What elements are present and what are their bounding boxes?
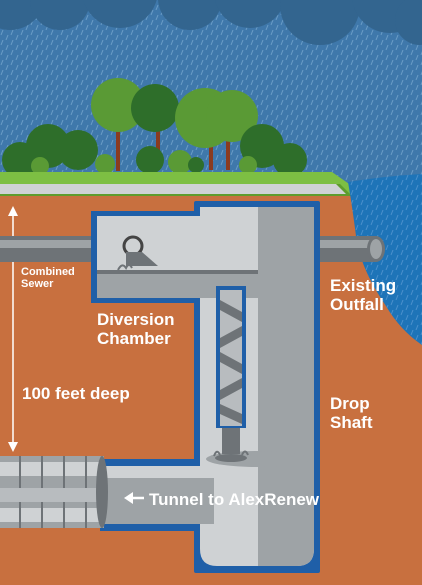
vortex-spiral [213,286,249,462]
chamber-passage-top [200,270,258,274]
river-rain [348,174,422,345]
existing-outfall-label: Existing Outfall [330,276,397,315]
tunnel [0,456,214,528]
diversion-chamber [97,216,207,298]
left-arrow-icon [124,492,144,504]
drop-shaft [200,207,314,566]
combined-sewer-label: Combined Sewer [21,266,75,291]
trees [2,78,307,178]
depth-label: 100 feet deep [22,384,130,403]
tunnel-label: Tunnel to AlexRenew [149,490,320,509]
ground-path [0,184,346,194]
drop-shaft-label: Drop Shaft [330,394,373,433]
existing-outfall-pipe [316,236,385,262]
storm-clouds [0,0,422,45]
diversion-chamber-label: Diversion Chamber [97,310,175,349]
combined-sewer-pipe [0,236,96,262]
